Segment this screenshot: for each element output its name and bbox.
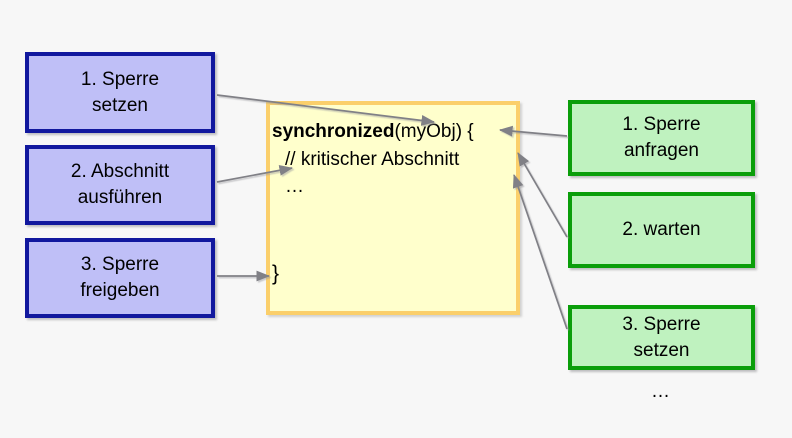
left-box-set-lock-line-2: setzen (92, 94, 148, 116)
right-box-request-lock-line-2: anfragen (623, 140, 699, 161)
right-column-ellipsis: … (651, 381, 672, 402)
left-box-run-section[interactable]: 2. Abschnitt ausführen (25, 145, 215, 225)
code-close-brace: } (272, 262, 280, 285)
left-box-release-lock[interactable]: 3. Sperre freigeben (25, 238, 215, 318)
left-box-run-section-line-2: ausführen (77, 187, 163, 208)
right-box-set-lock-line-2: setzen (633, 339, 690, 361)
arrow-set-lock-right-to-header (512, 174, 568, 330)
code-text: synchronized(myObj) { // kritischer Absc… (272, 118, 522, 201)
synchronized-code-block (266, 101, 520, 315)
left-box-release-lock-line-2: freigeben (80, 280, 160, 301)
right-box-request-lock-line-1: 1. Sperre (622, 114, 701, 136)
left-box-set-lock[interactable]: 1. Sperre setzen (25, 52, 215, 133)
code-signature: (myObj) { (394, 121, 474, 142)
arrow-set-lock-to-header (216, 94, 436, 126)
left-box-run-section-line-1: 2. Abschnitt (70, 161, 170, 183)
code-line-comment: // kritischer Abschnitt (285, 148, 460, 170)
keyword-synchronized: synchronized (272, 121, 395, 142)
right-box-request-lock[interactable]: 1. Sperre anfragen (568, 100, 755, 176)
right-box-set-lock-line-1: 3. Sperre (622, 313, 701, 335)
left-box-release-lock-line-1: 3. Sperre (80, 254, 160, 276)
right-box-wait[interactable]: 2. warten (568, 192, 755, 268)
code-line-ellipsis: … (285, 176, 304, 198)
arrow-run-section-to-comment (216, 164, 294, 183)
left-box-set-lock-line-1: 1. Sperre (80, 68, 160, 90)
arrow-wait-to-header (517, 152, 568, 238)
code-line-header: synchronized(myObj) { (272, 118, 522, 146)
right-box-wait-line-1: 2. warten (622, 219, 701, 241)
right-box-set-lock[interactable]: 3. Sperre setzen (568, 305, 755, 370)
arrow-request-lock-to-header (498, 125, 568, 137)
